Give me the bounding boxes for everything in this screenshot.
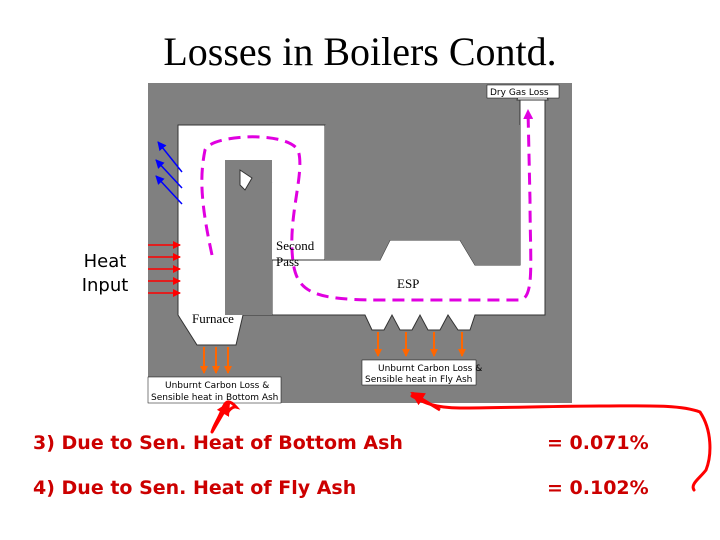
esp-label: ESP <box>397 276 419 291</box>
bottom-ash-box-line-2: Sensible heat in Bottom Ash <box>151 393 278 403</box>
heat-input-line-1: Heat <box>83 251 127 272</box>
annotation-arrow-bottom-ash <box>210 401 231 433</box>
fly-ash-box <box>361 359 477 386</box>
heat-input-label: Heat Input <box>70 250 140 298</box>
heat-input-arrows <box>148 241 181 297</box>
loss-value-bottom-ash: = 0.071% <box>547 432 649 454</box>
second-pass-nose <box>239 169 253 191</box>
radiation-arrow <box>155 159 183 189</box>
furnace-divider <box>225 160 272 315</box>
fly-ash-box-line-2: Sensible heat in Fly Ash <box>365 375 472 385</box>
gas-flow-path <box>200 109 534 302</box>
loss-label-bottom-ash: 3) Due to Sen. Heat of Bottom Ash <box>33 432 403 454</box>
furnace-label: Furnace <box>192 311 234 326</box>
heat-input-line-2: Input <box>81 275 129 296</box>
dry-gas-loss-box <box>486 84 560 99</box>
loss-label-fly-ash: 4) Due to Sen. Heat of Fly Ash <box>33 477 357 499</box>
dry-gas-loss-text: Dry Gas Loss <box>490 88 549 98</box>
radiation-loss-arrows <box>155 141 183 205</box>
bottom-ash-box <box>147 376 282 404</box>
duct-gap <box>325 125 520 265</box>
bottom-ash-box-line-1: Unburnt Carbon Loss & <box>165 381 269 391</box>
loss-value-fly-ash: = 0.102% <box>547 477 649 499</box>
radiation-arrow <box>157 141 183 173</box>
annotation-arrow-fly-ash <box>410 391 441 412</box>
second-pass-label-1: Second <box>276 238 315 253</box>
radiation-arrow <box>155 175 183 205</box>
slide-title: Losses in Boilers Contd. <box>163 29 557 74</box>
fly-ash-arrows <box>374 332 466 357</box>
bottom-ash-arrows <box>200 347 232 374</box>
second-pass-label-2: Pass <box>276 254 299 269</box>
esp-hopper-shape <box>271 99 546 331</box>
fly-ash-box-line-1: Unburnt Carbon Loss & <box>378 364 482 374</box>
